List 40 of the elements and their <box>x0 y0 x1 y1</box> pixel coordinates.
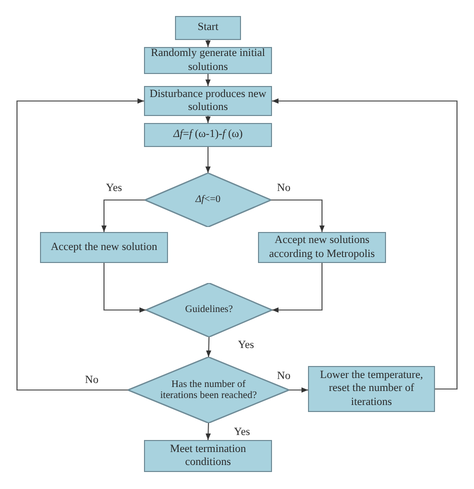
edge-label: No <box>276 370 292 382</box>
node-text: Accept new solutions according to Metropolis <box>268 234 376 261</box>
node-text: Accept the new solution <box>50 240 158 254</box>
node-text: Start <box>198 21 218 35</box>
node-text: Meet termination conditions <box>168 442 248 470</box>
arrow <box>103 263 146 313</box>
arrow <box>101 199 145 232</box>
process-box <box>308 366 435 412</box>
node-text: Δf=f (ω-1)-f (ω) <box>173 128 243 142</box>
arrow <box>289 387 308 393</box>
arrow <box>205 116 211 123</box>
arrow <box>272 98 458 390</box>
node-text: Guidelines? <box>185 304 233 316</box>
decision-diamond <box>128 357 289 423</box>
node-text: Δf<=0 <box>196 194 220 206</box>
decision-diamond <box>146 283 272 337</box>
edge-label: No <box>276 182 292 194</box>
arrow <box>272 263 323 313</box>
edge-label: Yes <box>233 426 252 438</box>
arrow <box>205 40 211 47</box>
node-text: Randomly generate initial solutions <box>150 47 266 74</box>
node-text: Has the number of iterations been reached? <box>159 378 258 402</box>
node-text: Lower the temperature, reset the number of iterations <box>319 369 424 409</box>
process-box <box>258 232 386 263</box>
arrow <box>205 147 211 173</box>
edge-label: No <box>84 374 100 386</box>
process-box <box>144 440 272 472</box>
arrow <box>206 422 211 440</box>
process-box <box>144 123 272 147</box>
node-text: Disturbance produces new solutions <box>148 88 268 114</box>
process-box <box>144 86 272 116</box>
process-box <box>40 232 168 263</box>
arrow <box>16 98 144 391</box>
arrow <box>271 199 325 232</box>
decision-diamond <box>145 173 271 227</box>
process-box <box>175 16 241 40</box>
edge-label: Yes <box>105 182 124 194</box>
arrow <box>205 74 211 86</box>
edge-label: Yes <box>237 339 256 352</box>
arrow <box>206 336 212 358</box>
